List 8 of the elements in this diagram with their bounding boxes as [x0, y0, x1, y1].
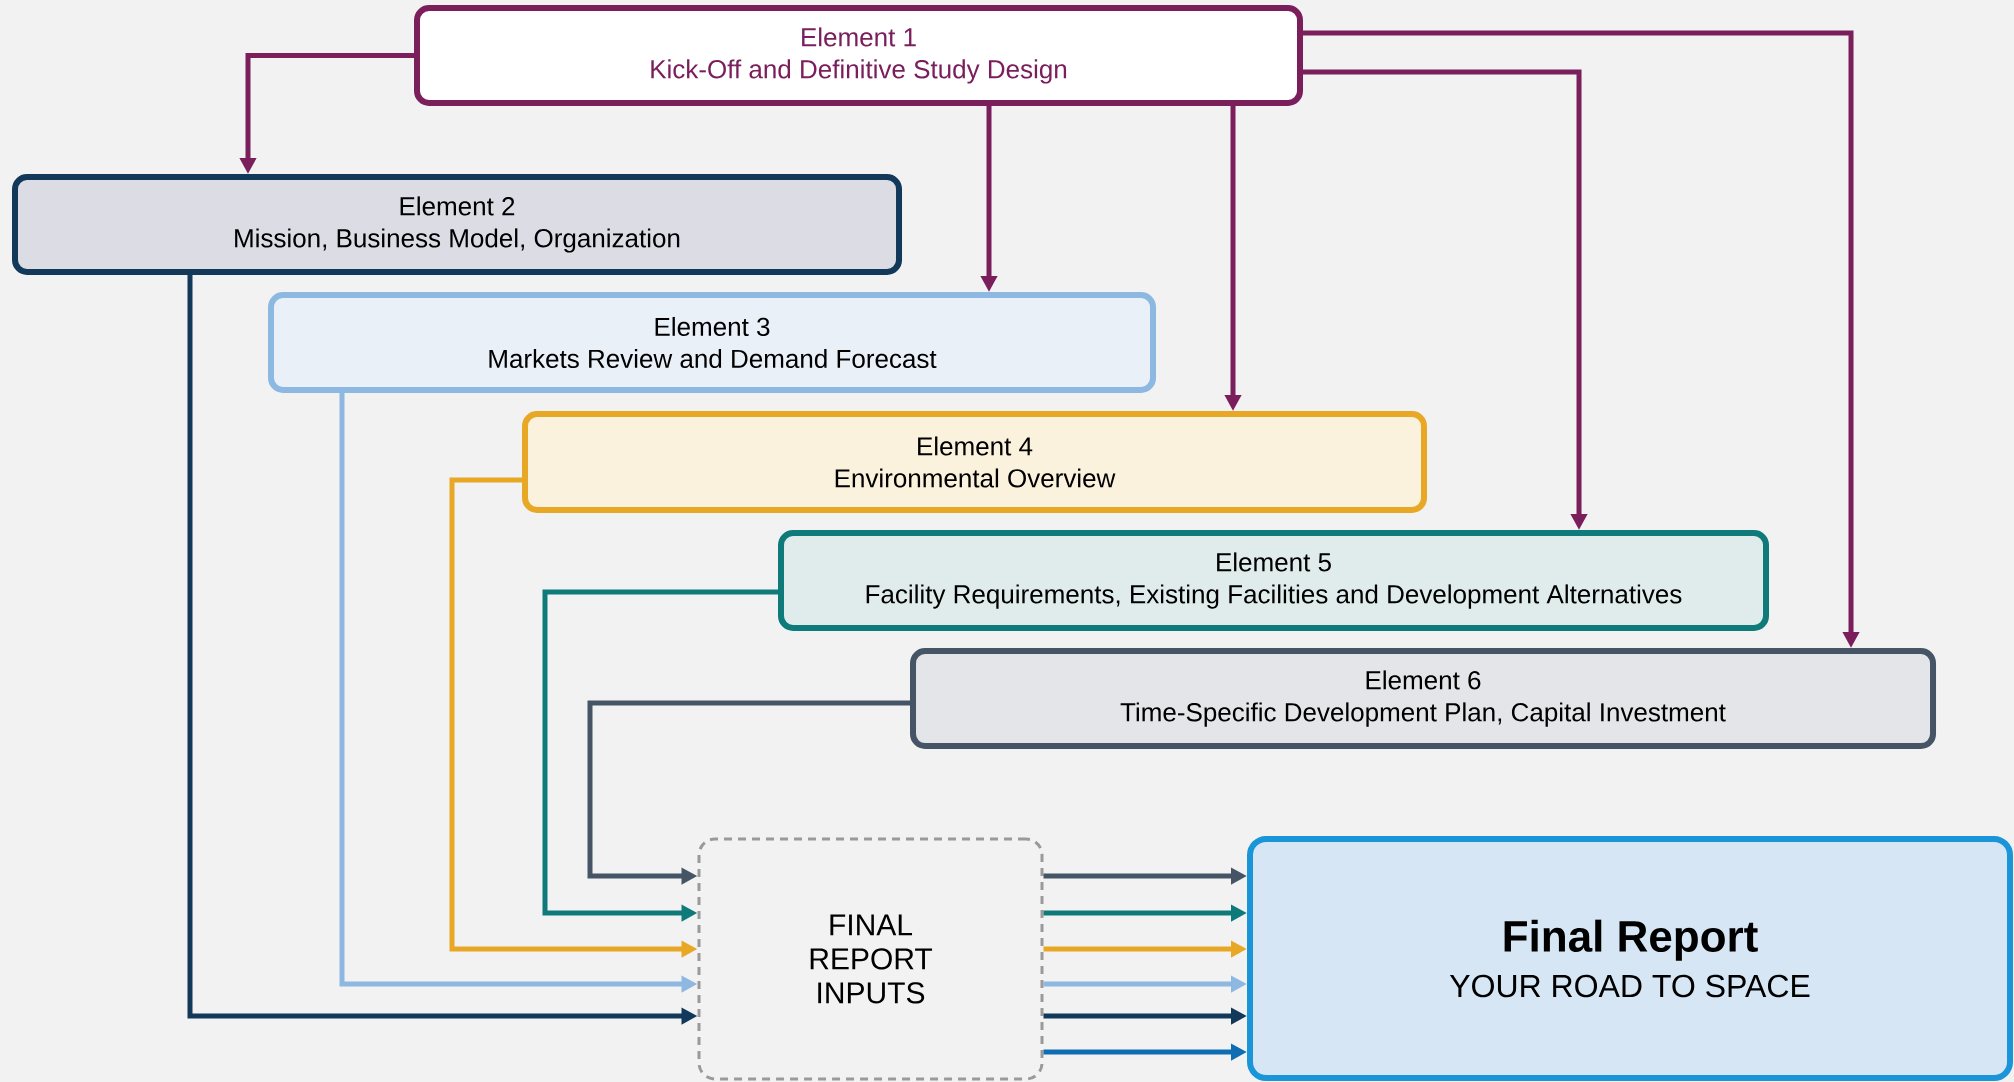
element-box: Element 6 Time-Specific Development Plan, Capital Investment [910, 648, 1936, 749]
element-box: Element 1 Kick-Off and Definitive Study Design [414, 5, 1303, 106]
element-box: Element 3 Markets Review and Demand Forecast [268, 292, 1156, 393]
inputs-box: FINAL REPORT INPUTS [697, 837, 1044, 1081]
element-box: Element 2 Mission, Business Model, Organization [12, 174, 902, 275]
report-box: Final Report YOUR ROAD TO SPACE [1247, 836, 2013, 1081]
element-box: Element 5 Facility Requirements, Existing Facilities and Development Alternatives [778, 530, 1769, 631]
element-box: Element 4 Environmental Overview [522, 411, 1427, 513]
